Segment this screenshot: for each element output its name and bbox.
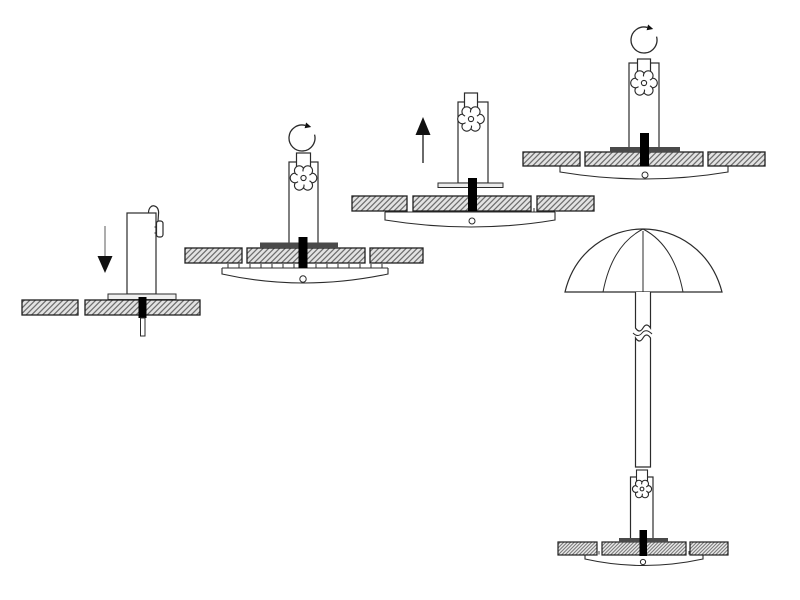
umbrella-pole-upper (634, 292, 652, 332)
deck-board (21, 299, 79, 316)
base-plate-hole (639, 558, 647, 566)
umbrella-rib (602, 228, 644, 293)
mount-tube (126, 212, 157, 295)
knob-gear-icon (289, 165, 318, 191)
base-plate-hole (641, 171, 649, 179)
deck-board (369, 247, 424, 264)
deck-board (689, 541, 729, 556)
umbrella (564, 228, 723, 468)
anchor-bolt (298, 237, 308, 268)
arrow-up-icon (415, 117, 431, 163)
deck-board (184, 247, 243, 264)
step-4-tighten-knob (522, 23, 766, 180)
knob-gear-icon (457, 106, 485, 132)
knob-gear-icon (630, 70, 658, 96)
deck-board (536, 195, 595, 212)
base-plate-hole (299, 275, 307, 283)
drop-rod (140, 317, 146, 337)
rotate-arrow-icon (288, 121, 316, 152)
deck-board (522, 151, 581, 167)
umbrella-rib (642, 228, 684, 293)
step-3-pull-up (351, 92, 595, 228)
umbrella-pole-lower (634, 334, 652, 468)
base-plate (221, 268, 389, 284)
step-5-umbrella-installed (557, 228, 729, 566)
deck-board (557, 541, 598, 556)
arrow-down-icon (97, 226, 113, 273)
anchor-bolt (639, 530, 647, 556)
step-2-rotate-engage (184, 121, 424, 284)
anchor-bolt (138, 297, 147, 318)
deck-board (707, 151, 766, 167)
anchor-bolt (468, 178, 477, 211)
clamp-lever (154, 220, 164, 238)
base-plate-teeth (227, 264, 383, 268)
deck-board (351, 195, 408, 212)
anchor-bolt (640, 133, 649, 166)
pole-break-mark (632, 330, 653, 336)
base-plate-hole (468, 217, 476, 225)
step-1-lower-mount (21, 205, 201, 337)
knob-gear-icon (632, 479, 652, 499)
clamp-hook-icon (147, 205, 160, 222)
rotate-arrow-icon (630, 23, 658, 54)
